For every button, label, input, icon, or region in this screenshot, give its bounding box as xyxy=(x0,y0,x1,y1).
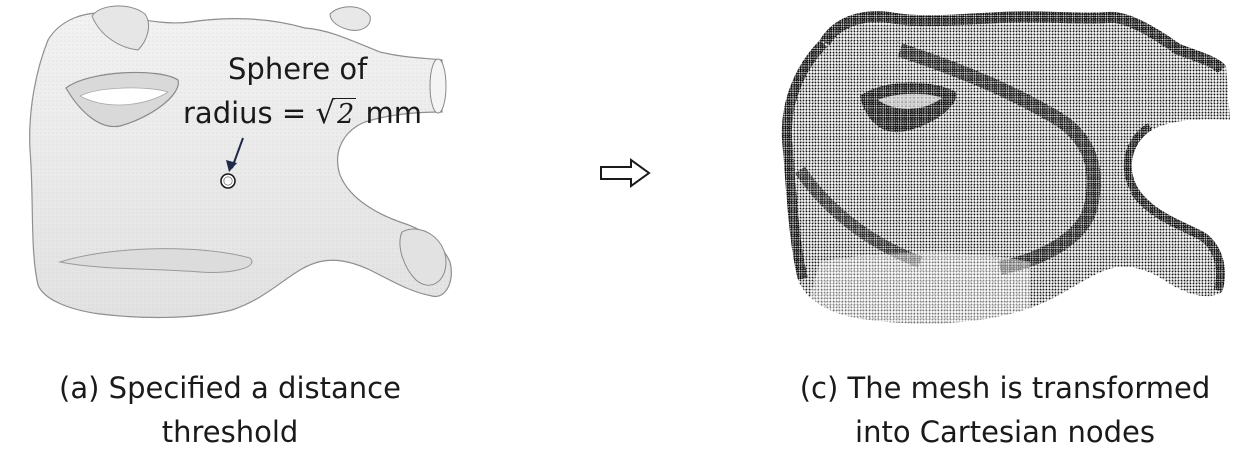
mesh-tube-opening xyxy=(429,58,447,114)
panel-a-mesh-figure: Sphere of radius = √2 mm xyxy=(0,0,470,446)
sphere-annotation-label-line2: radius = √2 mm xyxy=(183,96,422,132)
annotation-pointer-head xyxy=(226,160,237,172)
sqrt-value: 2 xyxy=(335,98,357,130)
mesh-lower-lobe xyxy=(399,228,447,286)
mesh-base-ring xyxy=(58,248,253,273)
caption-a-line2: threshold xyxy=(161,415,299,449)
node-cloud-body xyxy=(781,11,1231,324)
sphere-icon xyxy=(220,173,236,189)
sqrt-symbol: √ xyxy=(315,95,336,131)
right-arrow-icon xyxy=(600,158,651,188)
annotation-unit: mm xyxy=(356,96,423,130)
caption-panel-c: (c) The mesh is transformed into Cartesi… xyxy=(780,366,1230,454)
caption-panel-a: (a) Specified a distance threshold xyxy=(30,366,430,454)
mesh-top-bump-left xyxy=(91,5,149,51)
cartesian-node-cloud xyxy=(781,11,1231,324)
surface-mesh-illustration xyxy=(29,5,452,319)
caption-c-line1: (c) The mesh is transformed xyxy=(799,371,1211,405)
annotation-radius-prefix: radius = xyxy=(183,96,316,130)
caption-c-line2: into Cartesian nodes xyxy=(855,415,1155,449)
panel-c-node-figure xyxy=(760,0,1235,446)
sphere-annotation-label-line1: Sphere of xyxy=(228,52,368,86)
caption-a-line1: (a) Specified a distance xyxy=(59,371,401,405)
mesh-top-bump-right xyxy=(329,6,371,31)
